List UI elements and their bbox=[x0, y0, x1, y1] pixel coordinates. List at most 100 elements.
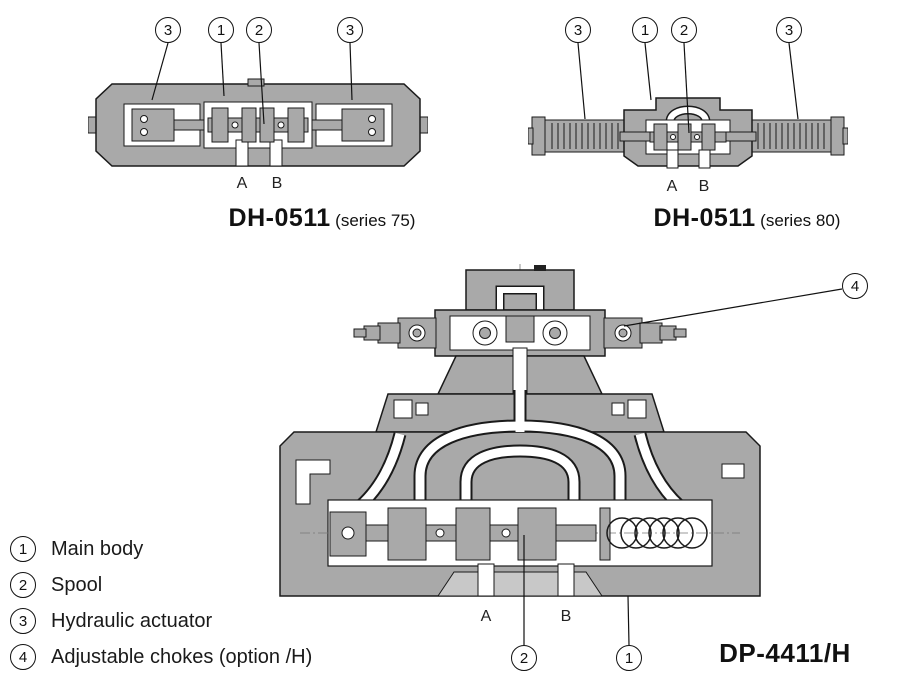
piston-stem-right bbox=[725, 131, 757, 142]
legend-item-hydraulic-actuator: 3 Hydraulic actuator bbox=[10, 608, 212, 634]
legend-number-2: 2 bbox=[10, 572, 36, 598]
port-a-channel bbox=[666, 149, 679, 169]
valve-dh0511-80-drawing bbox=[528, 97, 848, 169]
legend-label-3: Hydraulic actuator bbox=[51, 609, 213, 632]
pilot-piston-core-left bbox=[479, 327, 491, 339]
actuator-tube-right bbox=[751, 119, 833, 153]
choke-needle-right bbox=[618, 328, 628, 338]
choke-assembly-right bbox=[603, 317, 687, 349]
bolt-hole bbox=[368, 128, 376, 136]
callout-actuator-left-80: 3 bbox=[565, 17, 591, 43]
spool-hole bbox=[670, 134, 676, 140]
choke-assembly-left bbox=[353, 317, 437, 349]
port-b-label-dp: B bbox=[560, 608, 572, 625]
spring-coil bbox=[620, 517, 652, 549]
spool-land bbox=[455, 507, 491, 561]
piston-left bbox=[329, 511, 367, 557]
end-plug-left bbox=[528, 127, 534, 145]
port-a-label-dp: A bbox=[480, 608, 492, 625]
callout-chokes-dp: 4 bbox=[842, 273, 868, 299]
spool-land bbox=[701, 123, 716, 151]
callout-body-dp: 1 bbox=[616, 645, 642, 671]
callout-body-80: 1 bbox=[632, 17, 658, 43]
bolt-hole bbox=[140, 115, 148, 123]
path-shape bbox=[757, 123, 825, 149]
model-code-dp: DP-4411/H bbox=[719, 638, 851, 668]
legend-label-2: Spool bbox=[51, 573, 103, 596]
callout-actuator-left-75: 3 bbox=[155, 17, 181, 43]
figure-title-75: DH-0511 (series 75) bbox=[229, 204, 416, 233]
subplate-interface bbox=[437, 571, 603, 597]
port-a-channel bbox=[477, 563, 495, 597]
spring-coil bbox=[606, 517, 638, 549]
band-port-left-small bbox=[415, 402, 429, 416]
series-label-75: (series 75) bbox=[335, 211, 416, 230]
port-b-label-75: B bbox=[271, 175, 283, 192]
port-a-label-75: A bbox=[236, 175, 248, 192]
legend-label-4: Adjustable chokes (option /H) bbox=[51, 645, 313, 668]
end-cap-right bbox=[830, 116, 845, 156]
path-shape bbox=[551, 123, 619, 149]
bolt-hole bbox=[140, 128, 148, 136]
actuator-piston-left bbox=[131, 108, 175, 142]
leader-line bbox=[644, 42, 652, 101]
valve-dh0511-75-drawing bbox=[88, 78, 428, 167]
callout-spool-dp: 2 bbox=[511, 645, 537, 671]
choke-tip-right bbox=[673, 328, 687, 338]
spool-land bbox=[287, 107, 305, 143]
legend-number-4: 4 bbox=[10, 644, 36, 670]
channel bbox=[461, 446, 579, 508]
spool-land bbox=[677, 123, 692, 151]
pilot-cap-stud bbox=[534, 265, 546, 271]
spool-land bbox=[241, 107, 257, 143]
spool-hole bbox=[435, 528, 445, 538]
legend-item-spool: 2 Spool bbox=[10, 572, 102, 598]
spring-coil bbox=[662, 517, 694, 549]
spring-coil bbox=[676, 517, 708, 549]
figure-title-dp: DP-4411/H bbox=[719, 638, 851, 669]
spring-coil bbox=[634, 517, 666, 549]
band-port-left bbox=[393, 399, 413, 419]
callout-actuator-right-75: 3 bbox=[337, 17, 363, 43]
valve75-figure bbox=[88, 78, 428, 167]
piston-stem-left bbox=[619, 131, 651, 142]
choke-nut-right bbox=[639, 322, 663, 344]
port-a-label-80: A bbox=[666, 178, 678, 195]
spring-coil-left bbox=[551, 123, 619, 149]
pilot-cap-channel bbox=[497, 287, 543, 310]
choke-tip-left bbox=[353, 328, 367, 338]
choke-nut-left bbox=[377, 322, 401, 344]
callout-actuator-right-80: 3 bbox=[776, 17, 802, 43]
spool-shaft bbox=[207, 117, 309, 133]
model-code-75: DH-0511 bbox=[228, 204, 331, 232]
valve80-figure bbox=[528, 97, 848, 169]
legend-number-3: 3 bbox=[10, 608, 36, 634]
callout-body-75: 1 bbox=[208, 17, 234, 43]
end-cap-left bbox=[531, 116, 546, 156]
legend-label-1: Main body bbox=[51, 537, 144, 560]
spool-land bbox=[653, 123, 668, 151]
callout-spool-80: 2 bbox=[671, 17, 697, 43]
port-b-label-80: B bbox=[698, 178, 710, 195]
end-plug-right bbox=[842, 127, 848, 145]
valve-dp4411-drawing bbox=[279, 264, 761, 597]
pilot-piston-core-right bbox=[549, 327, 561, 339]
actuator-tube-left bbox=[543, 119, 625, 153]
pilot-spool-center bbox=[505, 315, 535, 343]
piston-stem-left bbox=[173, 119, 209, 131]
spool-hole bbox=[501, 528, 511, 538]
spool-hole bbox=[694, 134, 700, 140]
port-b-channel bbox=[269, 139, 283, 167]
series-label-80: (series 80) bbox=[760, 211, 841, 230]
spool-hole bbox=[277, 121, 285, 129]
band-port-right bbox=[627, 399, 647, 419]
choke-needle-left bbox=[412, 328, 422, 338]
spool-land bbox=[387, 507, 427, 561]
actuator-piston-right bbox=[341, 108, 385, 142]
neck-channel bbox=[512, 347, 528, 395]
spool-land bbox=[259, 107, 275, 143]
model-code-80: DH-0511 bbox=[653, 204, 756, 232]
bolt-hole bbox=[368, 115, 376, 123]
port-b-channel bbox=[698, 149, 711, 169]
